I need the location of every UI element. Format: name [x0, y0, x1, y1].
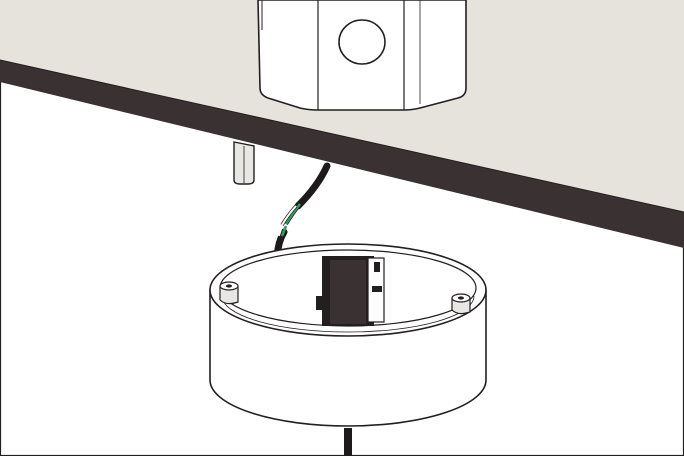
mounting-base-icon — [209, 243, 487, 427]
terminal-block-icon — [316, 256, 385, 326]
sensor-device-icon — [257, 0, 467, 111]
right-post-icon — [451, 293, 471, 315]
left-post-icon — [219, 281, 239, 305]
device-button-icon — [338, 19, 386, 65]
mounting-screw-icon — [233, 141, 255, 185]
